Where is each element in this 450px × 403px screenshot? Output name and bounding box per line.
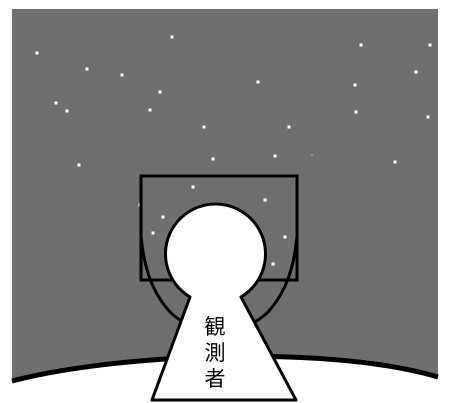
star [191, 185, 195, 189]
star [211, 157, 215, 161]
star [77, 163, 81, 167]
star [65, 109, 69, 113]
star [354, 110, 358, 114]
observer-label-char-2: 測 [205, 341, 226, 365]
star [393, 160, 397, 164]
star [414, 70, 418, 74]
star [256, 80, 260, 84]
star [428, 43, 432, 47]
star [353, 83, 357, 87]
star [263, 198, 267, 202]
observer-label: 観 測 者 [205, 315, 226, 391]
star [170, 35, 174, 39]
star [311, 154, 313, 156]
star [271, 262, 275, 266]
observer-label-char-1: 観 [205, 315, 226, 339]
star [287, 125, 291, 129]
observer-figure [150, 202, 298, 402]
star [158, 90, 162, 94]
star [273, 154, 277, 158]
star [283, 235, 287, 239]
star [151, 231, 155, 235]
star [85, 67, 89, 71]
star [359, 43, 363, 47]
star [54, 101, 58, 105]
stars-group [35, 35, 432, 266]
star [35, 51, 39, 55]
star [202, 125, 206, 129]
star [161, 215, 165, 219]
star [148, 108, 152, 112]
star [120, 73, 124, 77]
star [426, 115, 430, 119]
observer-label-char-3: 者 [205, 367, 226, 391]
